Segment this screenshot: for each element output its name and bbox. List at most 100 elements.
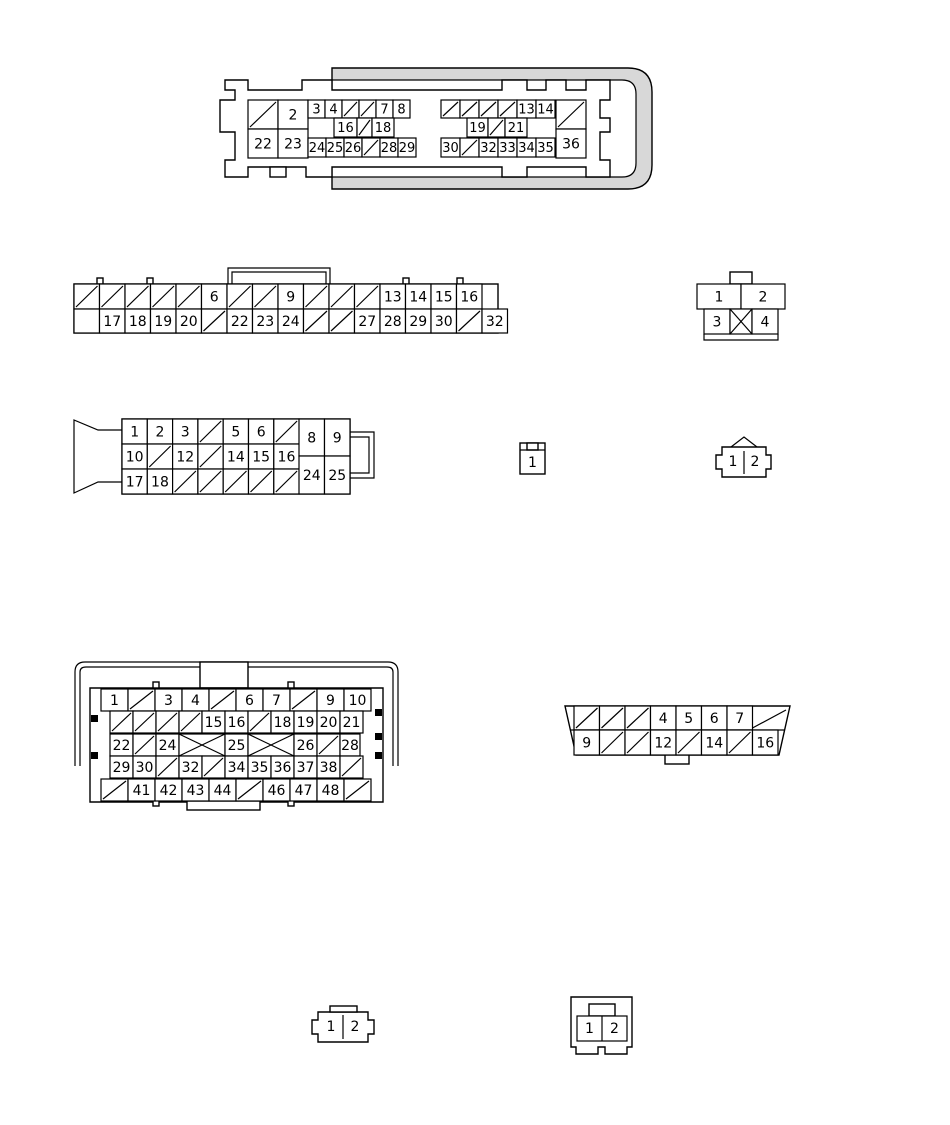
empty-pin-slash (330, 310, 353, 332)
pin-label-29: 29 (409, 314, 427, 330)
pin-label-3: 3 (713, 315, 722, 331)
empty-pin-slash (752, 709, 787, 729)
pin-label-18: 18 (129, 314, 147, 330)
empty-pin-slash (499, 101, 516, 117)
pin-cell (700, 729, 728, 756)
pin-label-3: 3 (164, 693, 173, 709)
empty-pin-slash (177, 285, 200, 308)
pin-label-46: 46 (268, 783, 286, 799)
pin-label-30: 30 (442, 141, 459, 156)
pin-label-15: 15 (205, 715, 223, 731)
connector-latch (227, 267, 331, 284)
empty-pin-slash (157, 712, 178, 732)
pin-label-30: 30 (136, 760, 154, 776)
empty-pin-slash (249, 101, 277, 128)
empty-pin-slash (728, 731, 751, 754)
housing-tab (186, 800, 261, 811)
pin-label-41: 41 (133, 783, 151, 799)
empty-pin-slash (129, 690, 154, 710)
pin-label-16: 16 (460, 290, 478, 306)
pin-label-34: 34 (518, 141, 535, 156)
pin-cell (504, 117, 528, 138)
pin-label-24: 24 (309, 141, 326, 156)
pin-label-22: 22 (113, 738, 131, 754)
empty-pin-slash (626, 707, 649, 729)
pin-cell (455, 283, 483, 310)
pin-cell (404, 308, 432, 334)
connector-latch (329, 1005, 358, 1013)
empty-pin-slash (442, 101, 459, 117)
pin-cell (649, 729, 677, 756)
pin-cell (397, 137, 417, 158)
pin-label-7: 7 (272, 693, 281, 709)
pin-label-25: 25 (328, 468, 346, 484)
pin-label-47: 47 (295, 783, 313, 799)
pin-label-3: 3 (312, 103, 320, 118)
pin-label-17: 17 (126, 475, 144, 491)
pin-cell (277, 308, 305, 334)
pin-cell (555, 128, 587, 159)
pin-label-2: 2 (351, 1019, 360, 1035)
pin-label-10: 10 (126, 450, 144, 466)
pin-label-15: 15 (252, 450, 270, 466)
pin-label-33: 33 (499, 141, 516, 156)
pin-label-6: 6 (257, 425, 266, 441)
pin-label-18: 18 (274, 715, 292, 731)
pin-label-20: 20 (180, 314, 198, 330)
pin-label-1: 1 (729, 454, 738, 470)
pin-label-25: 25 (327, 141, 344, 156)
pin-label-2: 2 (751, 454, 760, 470)
pin-cell (222, 418, 250, 445)
pin-cell (247, 128, 279, 159)
pin-label-24: 24 (303, 468, 321, 484)
connector-latch (199, 661, 249, 689)
pin-label-14: 14 (537, 103, 554, 118)
empty-pin-slash (360, 101, 375, 117)
pin-label-23: 23 (284, 137, 302, 153)
pin-label-14: 14 (227, 450, 245, 466)
pin-label-9: 9 (582, 736, 591, 752)
blocked-pin-cross (729, 308, 753, 335)
empty-pin-slash (275, 420, 298, 443)
pin-cell (251, 308, 279, 334)
pin-label-35: 35 (251, 760, 269, 776)
pin-label-1: 1 (327, 1019, 336, 1035)
pin-label-10: 10 (349, 693, 367, 709)
pin-label-6: 6 (710, 711, 719, 727)
pin-label-13: 13 (384, 290, 402, 306)
housing-rib (96, 277, 104, 285)
empty-pin-slash (557, 101, 585, 128)
empty-pin-slash (461, 101, 478, 117)
empty-pin-slash (305, 310, 328, 332)
blocked-pin-cross (178, 733, 226, 757)
pin-label-28: 28 (381, 141, 398, 156)
pin-cell (339, 710, 364, 734)
empty-pin-slash (356, 285, 379, 308)
pin-label-23: 23 (256, 314, 274, 330)
polarity-marker (375, 733, 382, 740)
pin-label-7: 7 (380, 103, 388, 118)
pin-label-1: 1 (528, 455, 537, 471)
pin-cell (146, 418, 174, 445)
pin-label-9: 9 (286, 290, 295, 306)
pin-label-2: 2 (759, 290, 768, 306)
empty-pin-slash (345, 780, 370, 800)
empty-pin-slash (489, 119, 504, 136)
pin-cell (146, 468, 174, 495)
housing-rib (152, 681, 160, 689)
pin-label-16: 16 (278, 450, 296, 466)
pin-label-43: 43 (187, 783, 205, 799)
pin-label-8: 8 (397, 103, 405, 118)
empty-pin-slash (575, 707, 598, 729)
empty-pin-slash (458, 310, 481, 332)
pin-label-3: 3 (181, 425, 190, 441)
pin-label-4: 4 (329, 103, 337, 118)
pin-label-17: 17 (103, 314, 121, 330)
connector-latch (664, 754, 690, 765)
pin-label-4: 4 (191, 693, 200, 709)
pin-cell (740, 283, 786, 310)
pin-label-5: 5 (231, 425, 240, 441)
